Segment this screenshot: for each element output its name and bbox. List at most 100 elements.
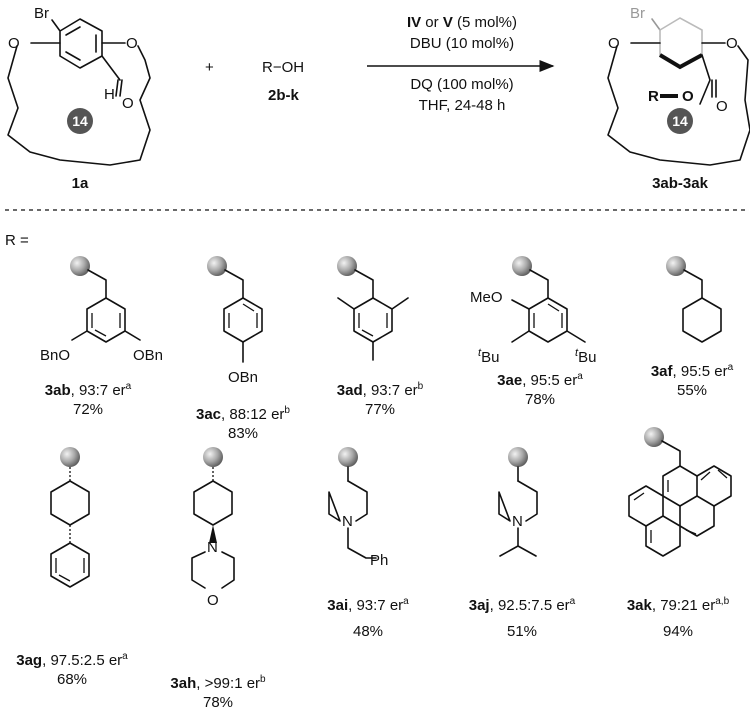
structure-3ac: OBn [207,256,263,386]
yield-value: 72% [73,401,103,418]
product-code: 3af [651,363,674,380]
product-code: 3ae [497,372,522,389]
attachment-point-ball [508,447,528,467]
product-code: 3ah [170,675,196,692]
r-equals-label: R = [5,232,29,249]
morpholine-oxygen-label: O [207,592,219,609]
ether-oxygen-label: O [608,35,620,52]
caption-3aj: 3aj, 92.5:7.5 era 51% [469,596,576,640]
benzyloxy-label: BnO [40,347,70,364]
condition-catalyst: IV or V (5 mol%) [407,14,517,31]
caption-3ak: 3ak, 79:21 era,b 94% [627,596,730,640]
caption-3ai: 3ai, 93:7 era 48% [327,596,409,640]
attachment-point-ball [338,447,358,467]
er-value: , 79:21 er [652,597,715,614]
structure-3ak [628,427,732,557]
structure-3ai: N Ph [328,447,388,569]
product-code: 3aj [469,597,490,614]
caption-3ac: 3ac, 88:12 erb 83% [196,405,290,442]
morpholine-nitrogen-label: N [207,539,218,556]
yield-value: 51% [507,623,537,640]
attachment-point-ball [60,447,80,467]
structure-3aj: N [498,447,538,557]
er-value: , 95:5 er [673,363,728,380]
er-value: , 97.5:2.5 er [42,652,122,669]
svg-text:3aj, 92.5:7.5 era: 3aj, 92.5:7.5 era [469,596,576,614]
product-code: 3ad [337,382,363,399]
er-value: , 93:7 er [348,597,403,614]
yield-value: 68% [57,671,87,688]
yield-value: 94% [663,623,693,640]
bromo-label: Br [34,5,49,22]
attachment-point-ball [337,256,357,276]
svg-text:3ad, 93:7 erb: 3ad, 93:7 erb [337,381,424,399]
attachment-point-ball [207,256,227,276]
yield-value: 55% [677,382,707,399]
benzyloxy-label: OBn [228,369,258,386]
er-value: , >99:1 er [196,675,260,692]
caption-3ad: 3ad, 93:7 erb 77% [337,381,424,418]
svg-text:3ag, 97.5:2.5 era: 3ag, 97.5:2.5 era [16,651,128,669]
tert-butyl-label: tBu [478,347,499,366]
svg-text:3ah, >99:1 erb: 3ah, >99:1 erb [170,674,266,692]
caption-3ae: 3ae, 95:5 era 78% [497,371,583,408]
carbonyl-oxygen-label: O [716,98,728,115]
product-code: 3ac [196,406,221,423]
ring-size-text: 14 [672,113,688,129]
structure-3ae: MeO tBu tBu [470,256,596,366]
attachment-point-ball [70,256,90,276]
alcohol-formula: R−OH [262,59,304,76]
caption-3ab: 3ab, 93:7 era 72% [45,381,132,418]
caption-3ag: 3ag, 97.5:2.5 era 68% [16,651,128,688]
plus-sign: + [205,59,214,76]
attachment-point-ball [644,427,664,447]
attachment-point-ball [203,447,223,467]
er-value: , 92.5:7.5 er [490,597,570,614]
ring-size-badge [667,108,693,134]
er-value: , 93:7 er [71,382,126,399]
svg-text:3ab, 93:7 era: 3ab, 93:7 era [45,381,132,399]
condition-oxidant: DQ (100 mol%) [410,76,513,93]
product-code: 3ab [45,382,71,399]
ester-oxygen-label: O [682,88,694,105]
ether-oxygen-label: O [8,35,20,52]
product-code: 3ak [627,597,653,614]
reaction-conditions: IV or V (5 mol%) DBU (10 mol%) DQ (100 m… [367,14,555,114]
er-value: , 95:5 er [522,372,577,389]
svg-text:3ac, 88:12 erb: 3ac, 88:12 erb [196,405,290,423]
er-value: , 88:12 er [221,406,284,423]
svg-text:3ae, 95:5 era: 3ae, 95:5 era [497,371,583,389]
yield-value: 83% [228,425,258,442]
carbonyl-oxygen-label: O [122,95,134,112]
yield-value: 77% [365,401,395,418]
condition-solvent-time: THF, 24-48 h [419,97,506,114]
svg-text:3af, 95:5 era: 3af, 95:5 era [651,362,734,380]
ring-size-badge [67,108,93,134]
ring-size-text: 14 [72,113,88,129]
attachment-point-ball [666,256,686,276]
structure-3af [666,256,722,343]
yield-value: 78% [525,391,555,408]
caption-3af: 3af, 95:5 era 55% [651,362,734,399]
structure-3ah: N O [191,447,235,609]
yield-value: 78% [203,694,233,711]
reactant-1a: Br O O H O 14 1a [7,5,151,192]
alcohol-reagent: R−OH 2b-k [262,59,304,104]
methoxy-label: MeO [470,289,503,306]
yield-value: 48% [353,623,383,640]
ether-oxygen-label: O [126,35,138,52]
attachment-point-ball [512,256,532,276]
product-code: 3ai [327,597,348,614]
svg-text:3ai, 93:7 era: 3ai, 93:7 era [327,596,409,614]
ether-oxygen-label: O [726,35,738,52]
product-3ab-3ak: Br O O R O O 14 3ab-3ak [607,5,750,192]
tert-butyl-label: tBu [575,347,596,366]
ester-r-label: R [648,88,659,105]
hydrogen-label: H [104,86,115,103]
benzyloxy-label: OBn [133,347,163,364]
phenyl-label: Ph [370,552,388,569]
structure-3ad [337,256,409,361]
condition-base: DBU (10 mol%) [410,35,514,52]
piperidine-nitrogen-label: N [342,513,353,530]
